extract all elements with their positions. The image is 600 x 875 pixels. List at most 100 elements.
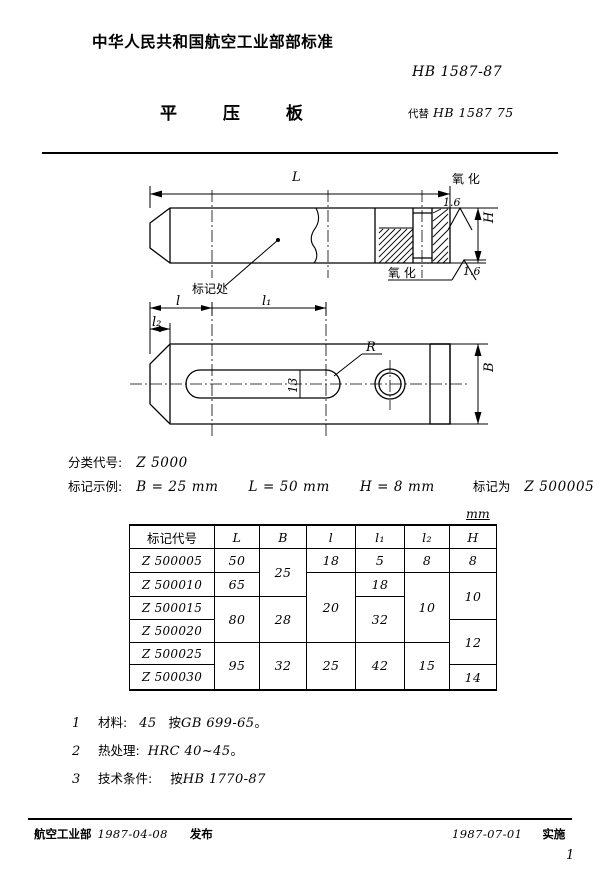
row-code-3: Z 500015 bbox=[129, 596, 215, 621]
plan-view-l-label: l bbox=[176, 294, 181, 309]
cell-H-10: 10 bbox=[449, 572, 497, 621]
cell-L-80: 80 bbox=[214, 596, 260, 643]
cell-L-50: 50 bbox=[214, 547, 260, 574]
oxidize-label-top: 氧 化 bbox=[452, 172, 480, 186]
note-text-1: 材料: 45 按GB 699-65。 bbox=[98, 712, 267, 731]
page-number: 1 bbox=[566, 848, 575, 863]
table-unit-label: mm bbox=[466, 506, 490, 521]
cell-l-18: 18 bbox=[306, 547, 356, 574]
cell-L-65: 65 bbox=[214, 572, 260, 598]
classification-code-value: Z 5000 bbox=[136, 455, 188, 471]
column-header-code: 标记代号 bbox=[129, 524, 215, 549]
note-1-label: 材料: bbox=[98, 715, 128, 730]
plan-view-l2-label: l₂ bbox=[152, 315, 162, 330]
marking-as-label: 标记为 bbox=[472, 479, 511, 494]
footer-divider bbox=[28, 818, 572, 820]
cell-H-8: 8 bbox=[449, 547, 497, 574]
note-1-per: 按 bbox=[168, 715, 182, 730]
note-text-2: 热处理: HRC 40~45。 bbox=[98, 740, 243, 759]
table-row: Z 500030 14 bbox=[129, 664, 497, 691]
cell-l-20: 20 bbox=[306, 572, 356, 643]
cell-B-28: 28 bbox=[259, 596, 307, 643]
row-code-1: Z 500005 bbox=[129, 547, 215, 574]
cell-l1-42: 42 bbox=[355, 641, 405, 691]
footer-effective-date: 1987-07-01 bbox=[452, 827, 523, 841]
standard-number: HB 1587-87 bbox=[412, 64, 503, 80]
row-code-4: Z 500020 bbox=[129, 619, 215, 643]
front-view-length-label: L bbox=[292, 170, 301, 185]
marking-example-h: H = 8 mm bbox=[359, 479, 435, 495]
replaces-value: HB 1587 75 bbox=[433, 105, 514, 120]
slot-width-label: 13 bbox=[286, 377, 300, 393]
note-3-ref: HB 1770-87 bbox=[182, 772, 266, 787]
classification-code-line: 分类代号: Z 5000 bbox=[68, 452, 188, 471]
replaces-note: 代替 HB 1587 75 bbox=[408, 105, 514, 121]
plan-view-l1-label: l₁ bbox=[262, 294, 272, 309]
header-divider bbox=[42, 152, 558, 154]
cell-l2-8: 8 bbox=[404, 547, 450, 574]
table-row: Z 500015 80 28 32 bbox=[129, 596, 497, 643]
table-header-row: 标记代号 L B l l₁ l₂ H bbox=[129, 524, 497, 549]
note-number-2: 2 bbox=[72, 744, 81, 759]
cell-l1-18: 18 bbox=[355, 572, 405, 598]
note-1-ref: GB 699-65 bbox=[181, 716, 255, 731]
footer-effective-word: 实施 bbox=[542, 827, 566, 841]
footer-effective-block: 1987-07-01 实施 bbox=[446, 826, 565, 842]
note-text-3: 技术条件: 按HB 1770-87 bbox=[98, 768, 266, 787]
column-header-l2: l₂ bbox=[404, 524, 450, 549]
cell-B-25: 25 bbox=[259, 547, 307, 598]
page-title: 平 压 板 bbox=[160, 104, 323, 124]
front-view-height-label: H bbox=[482, 211, 497, 223]
note-3-per: 按 bbox=[170, 771, 183, 786]
note-item: 1 材料: 45 按GB 699-65。 bbox=[72, 712, 267, 731]
row-code-6: Z 500030 bbox=[129, 664, 215, 691]
column-header-L: L bbox=[214, 524, 260, 549]
radius-label: R bbox=[366, 340, 376, 355]
table-row: Z 500025 95 32 25 42 15 bbox=[129, 641, 497, 691]
table-row: Z 500020 12 bbox=[129, 619, 497, 666]
note-2-value: HRC 40~45 bbox=[147, 744, 231, 759]
marking-as-value: Z 500005 bbox=[524, 479, 595, 495]
column-header-H: H bbox=[449, 524, 497, 549]
note-number-3: 3 bbox=[72, 772, 81, 787]
marking-example-l: L = 50 mm bbox=[248, 479, 330, 495]
note-1-value: 45 bbox=[139, 716, 157, 731]
table-row: Z 500010 65 20 18 10 10 bbox=[129, 572, 497, 643]
note-2-tail: 。 bbox=[230, 743, 243, 758]
cell-l1-32: 32 bbox=[355, 596, 405, 643]
note-item: 2 热处理: HRC 40~45。 bbox=[72, 740, 267, 759]
classification-code-label: 分类代号: bbox=[68, 455, 123, 470]
note-3-label: 技术条件: bbox=[98, 771, 153, 786]
note-2-label: 热处理: bbox=[98, 743, 140, 758]
row-code-5: Z 500025 bbox=[129, 641, 215, 666]
roughness-value-bottom: 1.6 bbox=[463, 265, 481, 278]
roughness-value-top: 1.6 bbox=[443, 196, 461, 209]
column-header-B: B bbox=[259, 524, 307, 549]
note-item: 3 技术条件: 按HB 1770-87 bbox=[72, 768, 267, 787]
dimensions-table-wrapper: 标记代号 L B l l₁ l₂ H Z 500005 50 25 18 5 bbox=[129, 524, 497, 691]
cell-B-32: 32 bbox=[259, 641, 307, 691]
issuing-organization: 中华人民共和国航空工业部部标准 bbox=[92, 33, 334, 51]
cell-H-12: 12 bbox=[449, 619, 497, 666]
note-1-tail: 。 bbox=[254, 715, 267, 730]
cell-l2-15: 15 bbox=[404, 641, 450, 691]
column-header-l: l bbox=[306, 524, 356, 549]
table-row: Z 500005 50 25 18 5 8 8 bbox=[129, 547, 497, 598]
marking-example-b: B = 25 mm bbox=[136, 479, 219, 495]
front-view-drawing: L H 标记处 氧 化 1.6 氧 化 1.6 bbox=[130, 168, 510, 300]
replaces-label: 代替 bbox=[408, 108, 429, 120]
row-code-2: Z 500010 bbox=[129, 572, 215, 598]
cell-L-95: 95 bbox=[214, 641, 260, 691]
cell-l2-10: 10 bbox=[404, 572, 450, 643]
cell-H-14: 14 bbox=[449, 664, 497, 691]
dimensions-table: 标记代号 L B l l₁ l₂ H Z 500005 50 25 18 5 bbox=[129, 524, 497, 691]
footer-issue-date: 1987-04-08 bbox=[97, 827, 168, 841]
column-header-l1: l₁ bbox=[355, 524, 405, 549]
plan-view-drawing: l l₁ l₂ B 13 R bbox=[130, 294, 510, 446]
notes-list: 1 材料: 45 按GB 699-65。 2 热处理: HRC 40~45。 3… bbox=[72, 712, 267, 796]
plan-view-b-label: B bbox=[482, 362, 497, 372]
oxidize-label-bottom: 氧 化 bbox=[388, 266, 416, 280]
